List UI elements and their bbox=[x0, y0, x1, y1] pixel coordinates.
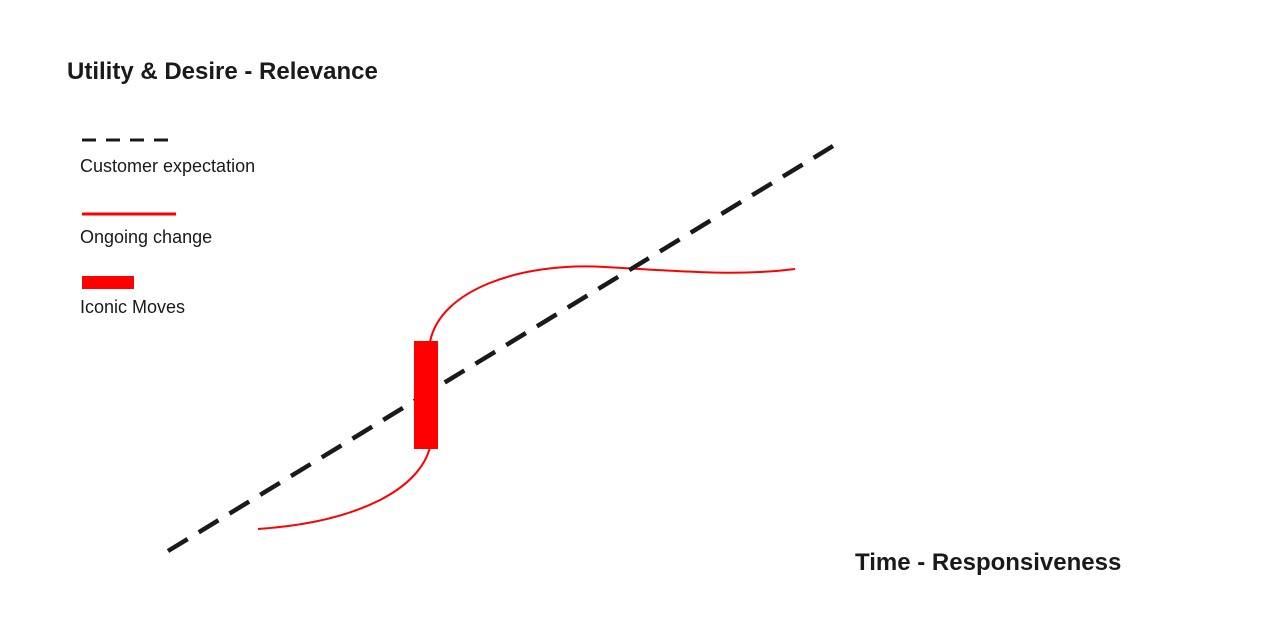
iconic-move-bar bbox=[414, 341, 438, 449]
legend-label-ongoing-change: Ongoing change bbox=[80, 227, 213, 247]
legend-label-customer-expectation: Customer expectation bbox=[80, 156, 256, 176]
legend-swatch-iconic-moves bbox=[82, 276, 134, 289]
x-axis-title: Time - Responsiveness bbox=[855, 549, 1122, 576]
y-axis-title: Utility & Desire - Relevance bbox=[67, 58, 378, 85]
legend-label-iconic-moves: Iconic Moves bbox=[80, 297, 186, 317]
customer-expectation-line bbox=[166, 144, 835, 553]
ongoing-change-curve bbox=[257, 265, 796, 530]
